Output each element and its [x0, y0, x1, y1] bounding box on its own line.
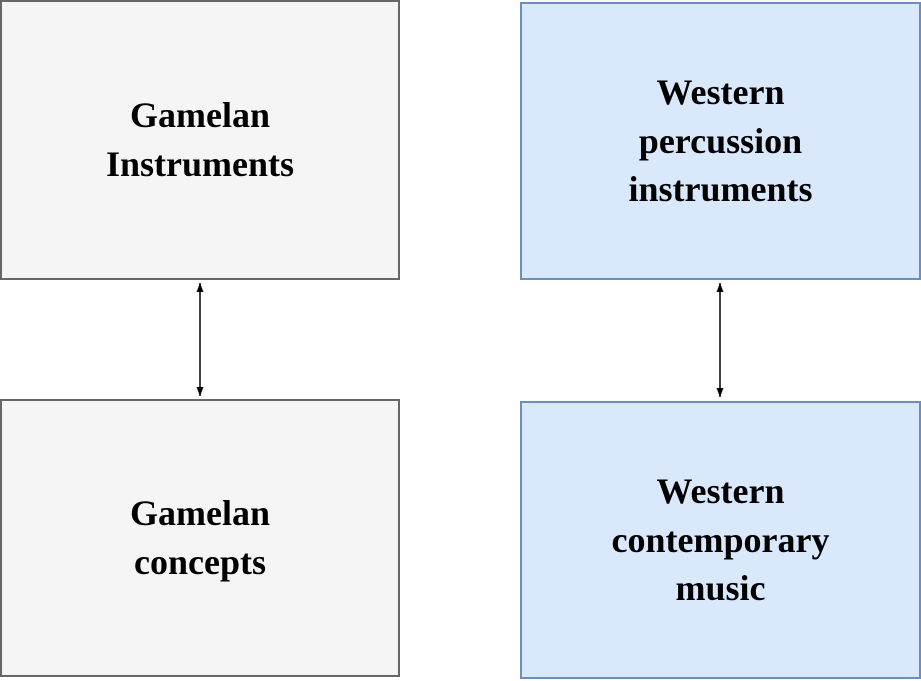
node-label-western-contemporary-music: Western contemporary music [611, 471, 830, 609]
node-label-western-percussion-instruments: Western percussion instruments [628, 72, 813, 210]
node-label-gamelan-instruments: Gamelan Instruments [105, 95, 294, 184]
node-western-percussion-instruments[interactable]: Western percussion instruments [520, 2, 921, 280]
node-label-gamelan-concepts: Gamelan concepts [130, 493, 270, 582]
node-gamelan-instruments[interactable]: Gamelan Instruments [0, 0, 400, 280]
node-gamelan-concepts[interactable]: Gamelan concepts [0, 399, 400, 677]
node-western-contemporary-music[interactable]: Western contemporary music [520, 401, 921, 679]
